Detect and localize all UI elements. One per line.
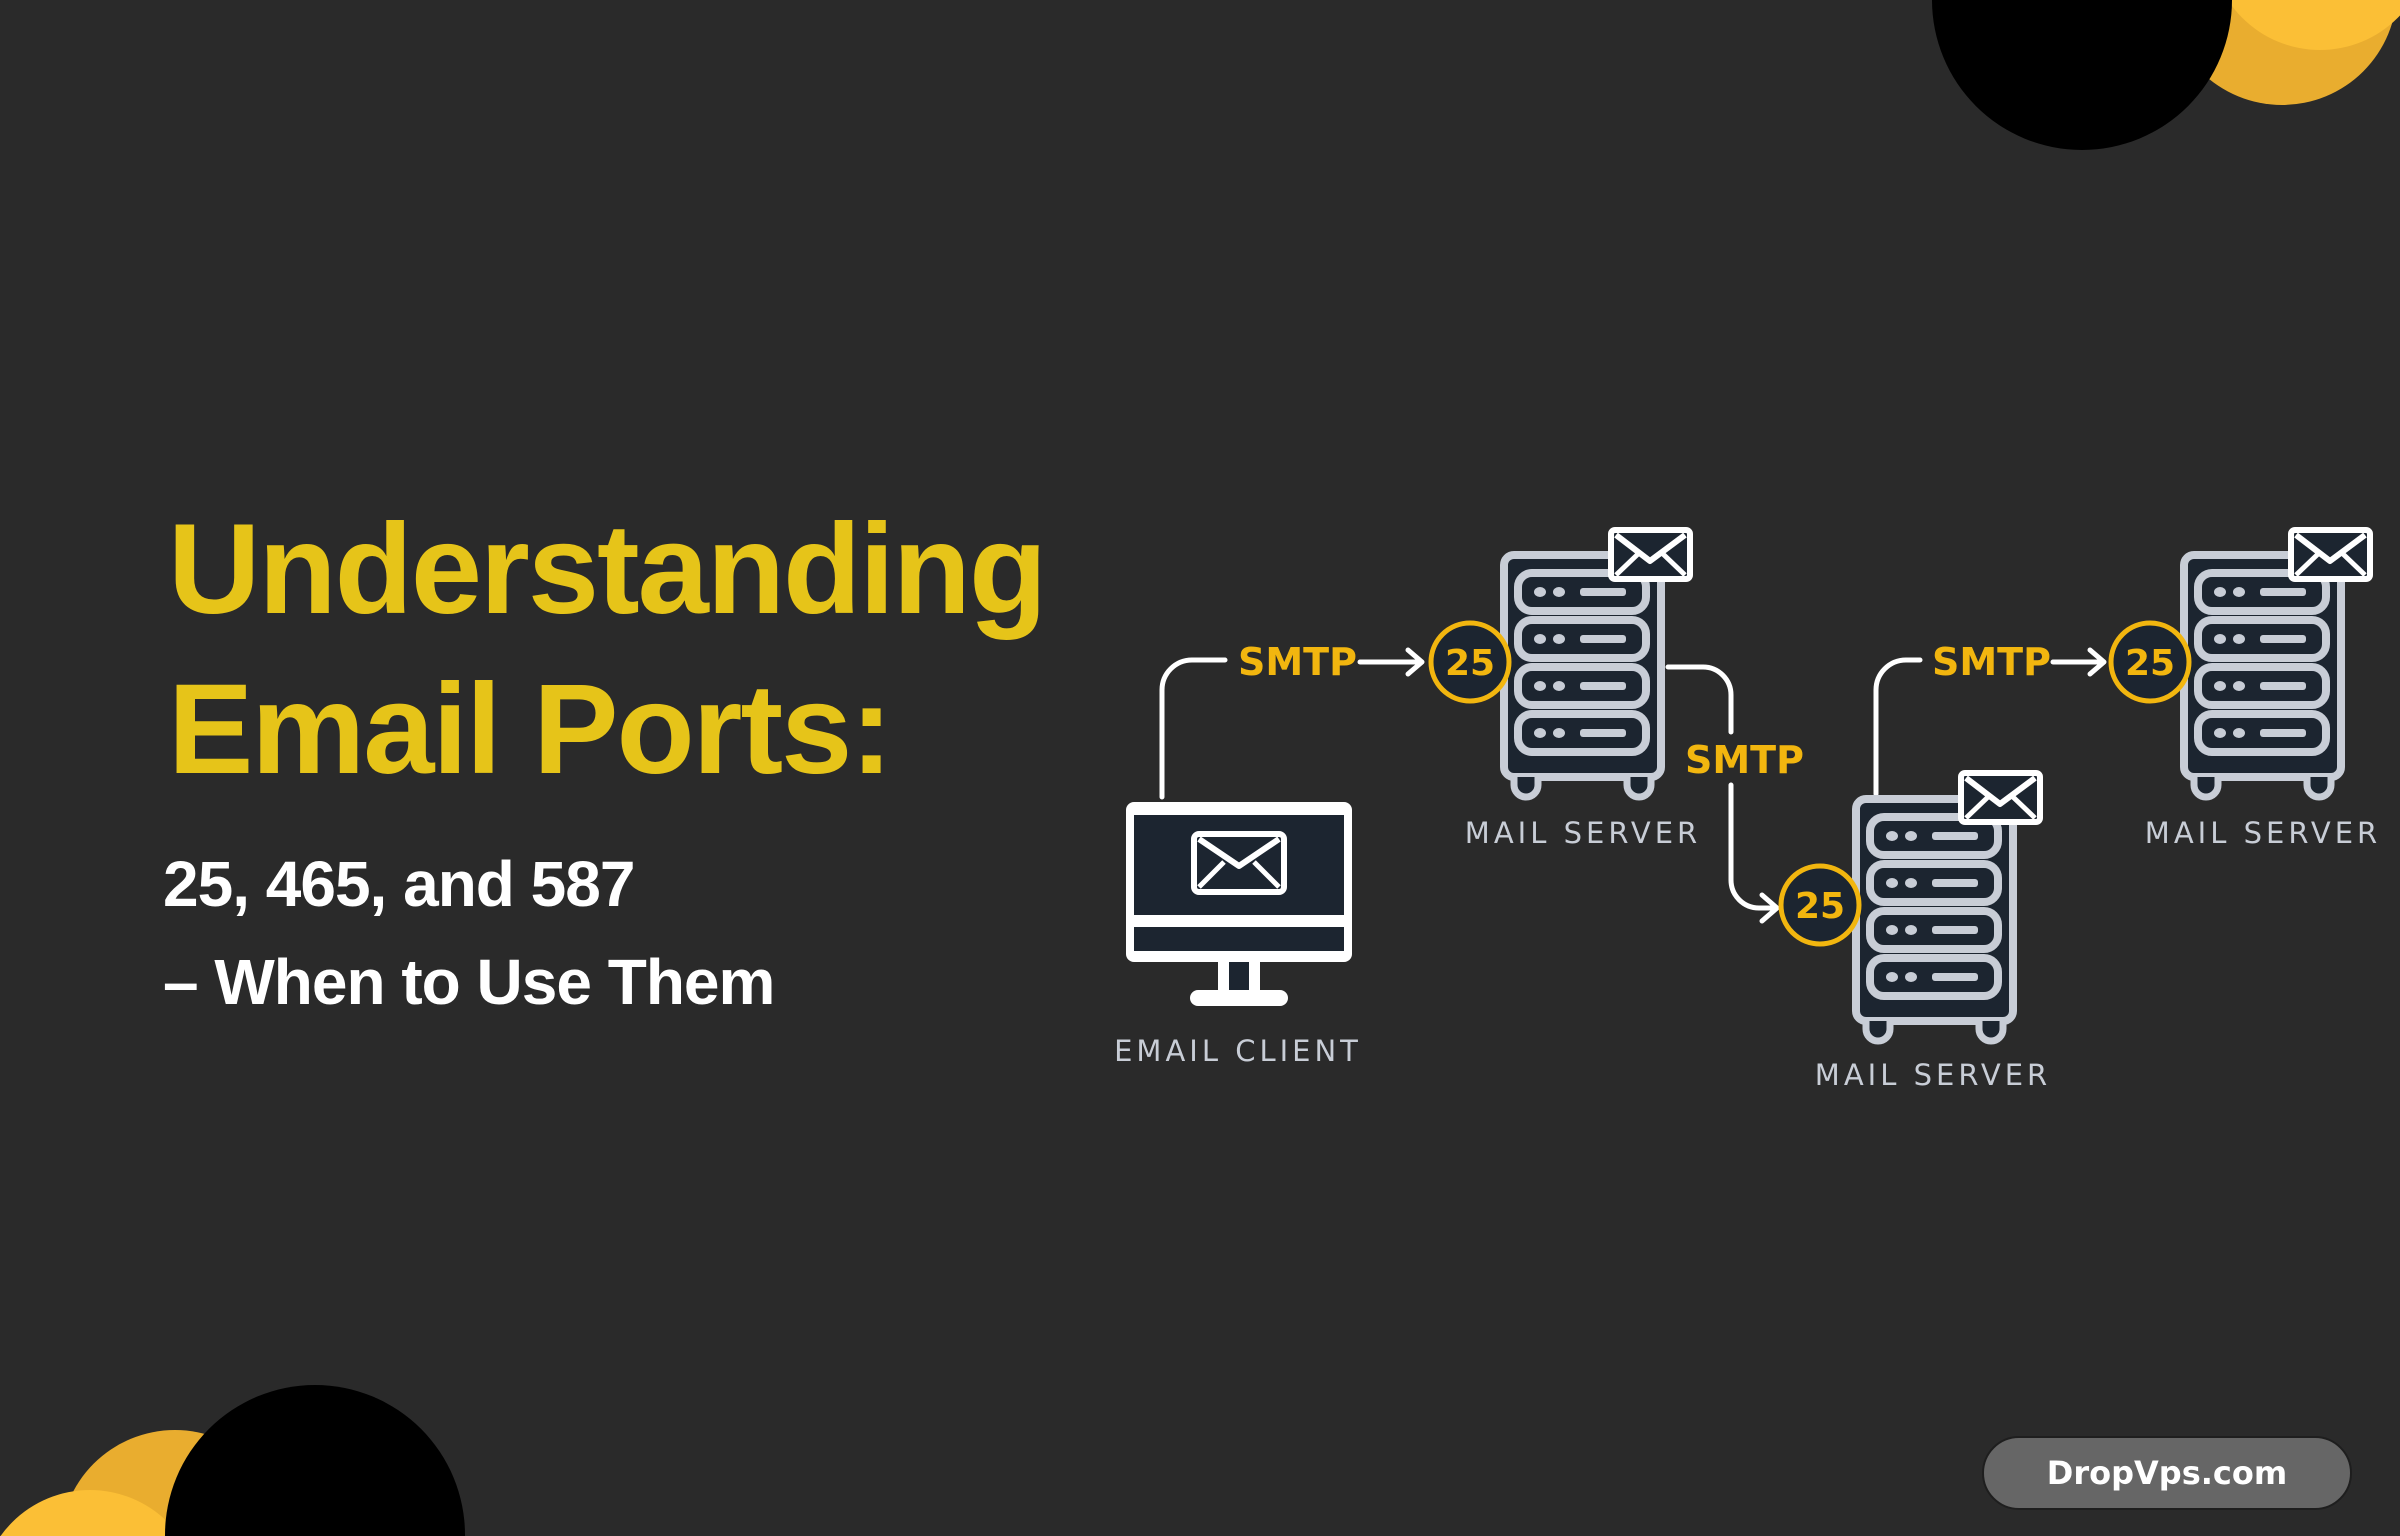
email-client-monitor-icon — [1126, 802, 1352, 1006]
page-title: Understanding Email Ports: — [168, 490, 1047, 810]
port-badge-1: 25 — [1428, 620, 1512, 704]
email-client-label: EMAIL CLIENT — [1114, 1034, 1362, 1068]
title-line-2: Email Ports: — [168, 658, 893, 801]
subtitle-line-2: – When to Use Them — [163, 946, 775, 1018]
port-badge-2: 25 — [1778, 863, 1862, 947]
subtitle-line-1: 25, 465, and 587 — [163, 848, 635, 920]
mail-server-1-label: MAIL SERVER — [1465, 816, 1701, 850]
mail-server-3-icon — [2184, 530, 2370, 797]
smtp-label-1: SMTP — [1238, 640, 1357, 684]
smtp-label-3: SMTP — [1932, 640, 2051, 684]
port-badge-3: 25 — [2108, 620, 2192, 704]
brand-label: DropVps.com — [2046, 1454, 2288, 1492]
smtp-label-2: SMTP — [1685, 738, 1804, 782]
svg-text:25: 25 — [1445, 643, 1495, 684]
connector-lines — [1159, 647, 2107, 924]
corner-decoration-top-right — [1932, 0, 2400, 150]
mail-server-2-label: MAIL SERVER — [1815, 1058, 2051, 1092]
corner-decoration-bottom-left — [0, 1385, 465, 1536]
svg-text:25: 25 — [1795, 886, 1845, 927]
mail-server-1-icon — [1504, 530, 1690, 797]
mail-server-3-label: MAIL SERVER — [2145, 816, 2381, 850]
page-subtitle: 25, 465, and 587 – When to Use Them — [163, 835, 775, 1031]
brand-link-pill[interactable]: DropVps.com — [1982, 1436, 2352, 1510]
svg-text:25: 25 — [2125, 643, 2175, 684]
mail-server-2-icon — [1856, 773, 2040, 1041]
title-line-1: Understanding — [168, 498, 1047, 641]
